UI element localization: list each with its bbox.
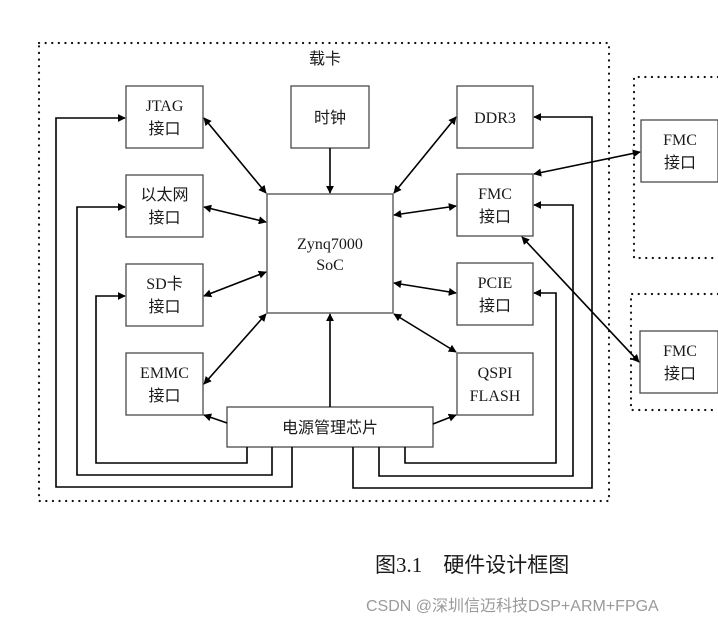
wire-power-to-ethernet bbox=[76, 203, 273, 476]
block-ddr3: DDR3 bbox=[456, 85, 534, 149]
block-ddr3-label: DDR3 bbox=[474, 110, 516, 127]
block-clock: 时钟 bbox=[290, 85, 370, 149]
arrow-ddr3-soc bbox=[393, 116, 457, 194]
block-soc-line1: Zynq7000 bbox=[297, 236, 363, 253]
block-ethernet: 以太网 接口 bbox=[125, 174, 204, 238]
block-ext-fmc-2-line2: 接口 bbox=[664, 365, 696, 383]
block-soc-line2: SoC bbox=[316, 257, 344, 274]
block-ethernet-line2: 接口 bbox=[148, 209, 180, 227]
arrow-emmc-soc bbox=[203, 313, 267, 385]
block-fmc-line2: 接口 bbox=[479, 208, 511, 226]
arrow-power-to-emmc bbox=[203, 413, 228, 424]
watermark: CSDN @深圳信迈科技DSP+ARM+FPGA bbox=[366, 598, 659, 615]
block-ext-fmc-2-line1: FMC bbox=[663, 343, 697, 360]
block-clock-label: 时钟 bbox=[314, 109, 346, 127]
block-external-fmc-1: FMC 接口 bbox=[640, 119, 718, 183]
block-power-label: 电源管理芯片 bbox=[282, 419, 378, 437]
block-jtag-line2: 接口 bbox=[148, 120, 180, 138]
arrow-fmc-soc bbox=[393, 203, 457, 218]
block-emmc: EMMC 接口 bbox=[125, 352, 204, 416]
arrow-jtag-soc bbox=[203, 117, 267, 194]
wire-power-to-fmc bbox=[378, 201, 574, 477]
figure-caption: 图3.1 硬件设计框图 bbox=[375, 553, 570, 577]
block-fmc: FMC 接口 bbox=[456, 173, 534, 237]
block-pcie: PCIE 接口 bbox=[456, 262, 534, 326]
block-sd-line2: 接口 bbox=[148, 298, 180, 316]
block-sd-card: SD卡 接口 bbox=[125, 263, 204, 327]
block-jtag-line1: JTAG bbox=[146, 98, 184, 115]
arrow-fmc-to-external-fmc-2 bbox=[521, 236, 640, 363]
block-external-fmc-2: FMC 接口 bbox=[639, 330, 718, 394]
block-qspi-flash: QSPI FLASH bbox=[456, 352, 534, 416]
block-jtag: JTAG 接口 bbox=[125, 85, 204, 149]
block-zynq-soc: Zynq7000 SoC bbox=[266, 193, 394, 314]
block-sd-line1: SD卡 bbox=[146, 275, 182, 293]
wire-power-to-sd bbox=[95, 292, 248, 464]
block-pcie-line1: PCIE bbox=[478, 275, 513, 292]
arrow-pcie-soc bbox=[393, 280, 457, 296]
wire-power-to-jtag bbox=[55, 114, 293, 488]
block-emmc-line1: EMMC bbox=[140, 365, 189, 382]
block-fmc-line1: FMC bbox=[478, 186, 512, 203]
block-emmc-line2: 接口 bbox=[148, 387, 180, 405]
arrow-qspi-soc bbox=[393, 313, 457, 353]
block-qspi-line1: QSPI bbox=[478, 365, 513, 382]
wire-power-to-ddr3 bbox=[352, 113, 593, 489]
block-ext-fmc-1-line2: 接口 bbox=[664, 154, 696, 172]
block-power-management: 电源管理芯片 bbox=[226, 406, 434, 448]
block-qspi-line2: FLASH bbox=[470, 388, 521, 405]
carrier-board-label: 载卡 bbox=[309, 50, 341, 68]
block-ext-fmc-1-line1: FMC bbox=[663, 132, 697, 149]
arrow-ethernet-soc bbox=[203, 204, 267, 225]
arrow-sd-soc bbox=[203, 270, 267, 298]
arrow-fmc-to-external-fmc-1 bbox=[533, 149, 641, 177]
block-ethernet-line1: 以太网 bbox=[140, 186, 188, 204]
arrow-power-to-qspi bbox=[432, 413, 457, 425]
block-pcie-line2: 接口 bbox=[479, 297, 511, 315]
